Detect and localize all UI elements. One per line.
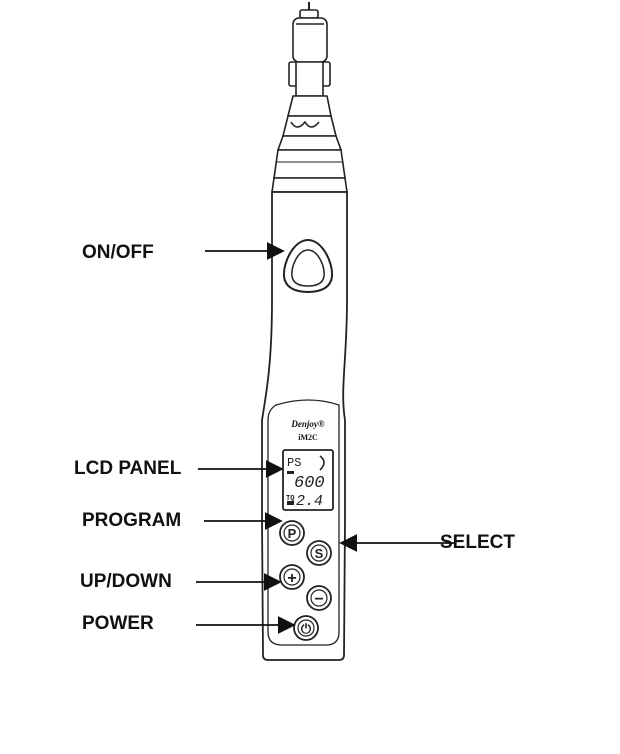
on-off-label: ON/OFF bbox=[82, 242, 154, 263]
model-name: iM2C bbox=[298, 433, 318, 442]
lcd-program-code: PS bbox=[287, 456, 301, 470]
lcd-speed: 600 bbox=[294, 474, 325, 493]
program-label: PROGRAM bbox=[82, 510, 182, 531]
select-label: SELECT bbox=[440, 532, 515, 553]
lcd-panel-label: LCD PANEL bbox=[74, 458, 182, 479]
lcd-panel bbox=[282, 449, 334, 511]
power-label: POWER bbox=[82, 613, 154, 634]
brand-name: Denjoy® bbox=[290, 419, 324, 429]
minus-icon: − bbox=[314, 591, 323, 608]
plus-icon: + bbox=[287, 570, 296, 587]
motor-icon bbox=[287, 501, 294, 505]
power-icon: ⏻ bbox=[301, 621, 312, 636]
program-button-glyph: P bbox=[288, 526, 297, 541]
battery-icon bbox=[287, 471, 294, 474]
up-down-label: UP/DOWN bbox=[80, 571, 172, 592]
rotation-direction-icon bbox=[319, 455, 325, 471]
on-off-button[interactable] bbox=[282, 238, 334, 294]
contra-angle-head bbox=[271, 2, 348, 193]
select-button-glyph: S bbox=[315, 546, 324, 561]
lcd-torque-label: TQ bbox=[286, 495, 294, 503]
lcd-torque: 2.4 bbox=[296, 493, 323, 510]
